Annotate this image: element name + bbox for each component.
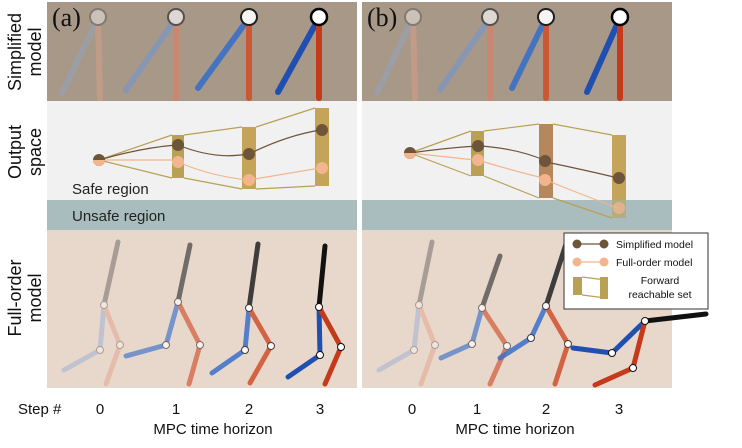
- legend-reach-label-1: Forward: [641, 275, 680, 287]
- full-order-model-band: [47, 230, 357, 388]
- full-order-dot-1: [472, 154, 484, 166]
- simplified-robot-step-0: [59, 8, 107, 101]
- x-axis-title-a: MPC time horizon: [153, 421, 272, 438]
- panel-letter-a: (a): [52, 3, 81, 32]
- full-order-dot-2: [243, 174, 255, 186]
- full-order-robot-step-0: [376, 239, 439, 387]
- reachable-set-box-1: [471, 131, 484, 176]
- full-order-dot-3: [316, 162, 328, 174]
- reachable-set-outline: [409, 123, 613, 219]
- simplified-dot-1: [472, 140, 484, 152]
- step-tick-0: 0: [96, 401, 104, 418]
- simplified-dot-3: [316, 124, 328, 136]
- legend-full: Full-order model: [572, 257, 692, 269]
- step-tick-1: 1: [172, 401, 180, 418]
- legend-simplified-label: Simplified model: [616, 239, 693, 251]
- row-label-full-1: Full-order: [5, 259, 25, 336]
- simplified-robot-step-2: [509, 8, 555, 101]
- row-label-full-2: model: [25, 273, 45, 322]
- simplified-dot-2: [539, 155, 551, 167]
- row-labels: Simplified model Output space Full-order…: [5, 13, 45, 337]
- full-order-robot-step-2: [209, 241, 275, 386]
- output-space-a: Safe region Unsafe region: [72, 107, 329, 225]
- simplified-robot-step-3: [275, 7, 329, 101]
- step-tick-3: 3: [615, 401, 623, 418]
- simplified-dot-1: [172, 139, 184, 151]
- full-order-robots-a: [61, 239, 345, 387]
- unsafe-region-band: [47, 200, 357, 230]
- step-tick-2: 2: [542, 401, 550, 418]
- simplified-dot-3: [613, 172, 625, 184]
- full-order-robot-step-0: [61, 239, 124, 387]
- unsafe-region-label: Unsafe region: [72, 208, 165, 225]
- row-label-output-1: Output: [5, 125, 25, 179]
- legend-full-label: Full-order model: [616, 257, 692, 269]
- x-axis: Step # 0 1 2 3 0 1 2 3 MPC time horizon …: [18, 401, 623, 438]
- safe-region-label: Safe region: [72, 181, 149, 198]
- step-tick-2: 2: [245, 401, 253, 418]
- row-label-simplified-2: model: [25, 27, 45, 76]
- output-space-b: [404, 123, 626, 219]
- reachable-set-box-3: [612, 135, 626, 200]
- simplified-dot-2: [243, 148, 255, 160]
- legend-simplified: Simplified model: [572, 239, 693, 251]
- legend-reach-label-2: reachable set: [628, 289, 691, 301]
- simplified-robot-step-1: [123, 8, 185, 101]
- full-order-robot-step-1: [123, 242, 204, 387]
- simplified-robot-step-3: [584, 7, 630, 101]
- full-order-dot-2: [539, 174, 551, 186]
- step-tick-3: 3: [316, 401, 324, 418]
- full-order-dot-1: [172, 156, 184, 168]
- step-ticks-a: 0 1 2 3: [96, 401, 324, 418]
- panel-a-backgrounds: [47, 2, 357, 388]
- full-order-robot-step-2: [497, 241, 572, 387]
- legend-reach: Forward reachable set: [573, 275, 692, 301]
- step-tick-0: 0: [408, 401, 416, 418]
- step-ticks-b: 0 1 2 3: [408, 401, 623, 418]
- row-label-simplified-1: Simplified: [5, 13, 25, 91]
- full-order-robot-step-3: [570, 311, 709, 388]
- simplified-robot-step-2: [195, 8, 258, 101]
- reachable-set-outline: [98, 107, 316, 190]
- simplified-model-robots-a: [59, 7, 329, 101]
- panel-letter-b: (b): [367, 3, 397, 32]
- reachable-set-box-3: [315, 108, 329, 186]
- legend: Simplified model Full-order model Forwar…: [563, 232, 709, 310]
- simplified-model-robots-b: [374, 7, 630, 101]
- step-tick-1: 1: [473, 401, 481, 418]
- step-label: Step #: [18, 401, 62, 418]
- full-order-robot-step-1: [438, 253, 511, 387]
- simplified-robot-step-0: [374, 8, 422, 101]
- simplified-robot-step-1: [437, 8, 499, 101]
- row-label-output-2: space: [25, 128, 45, 176]
- full-order-robot-step-3: [285, 243, 345, 387]
- full-order-robots-b: [376, 239, 709, 388]
- full-order-dot-3: [613, 202, 625, 214]
- output-space-band: [47, 101, 357, 200]
- x-axis-title-b: MPC time horizon: [455, 421, 574, 438]
